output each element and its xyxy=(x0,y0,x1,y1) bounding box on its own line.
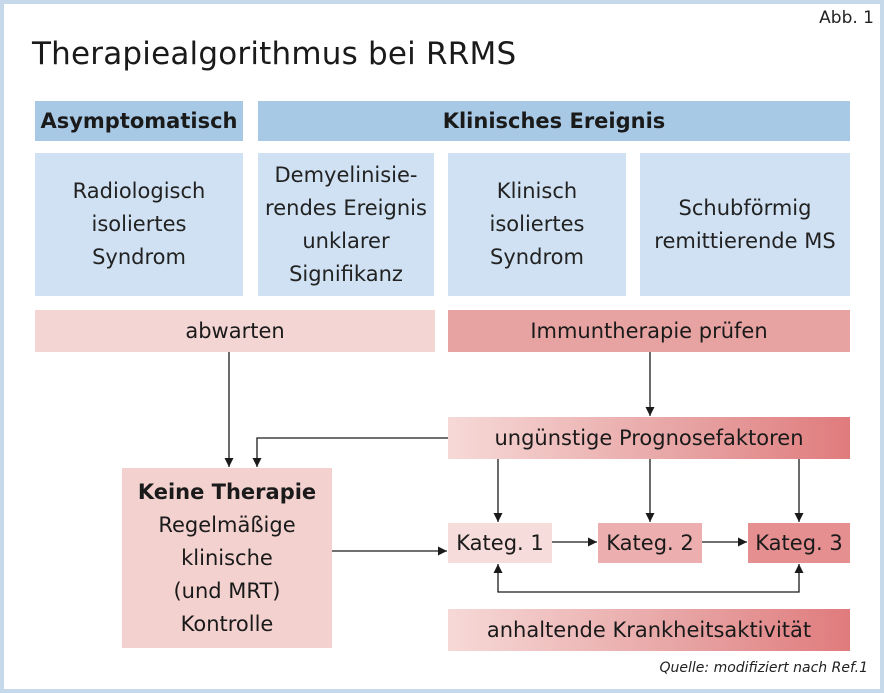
action-persistent-activity: anhaltende Krankheitsaktivität xyxy=(448,609,850,651)
no-therapy-line: klinische xyxy=(181,545,273,570)
arrow-cat1-cat3-loop xyxy=(493,564,804,593)
category-ris-line: Radiologisch xyxy=(72,179,206,203)
category-cis-line: isoliertes xyxy=(489,212,585,236)
arrow-factors-to-no-therapy xyxy=(252,437,448,467)
category-cis-line: Klinisch xyxy=(496,179,578,203)
no-therapy-line: Kontrolle xyxy=(180,611,274,636)
category-demyelinating-line: rendes Ereignis xyxy=(265,195,427,220)
category-ris-line: Syndrom xyxy=(92,245,186,269)
category-ris-line: isoliertes xyxy=(91,212,187,236)
header-asymptomatic: Asymptomatisch xyxy=(35,101,243,141)
action-unfavorable-factors: ungünstige Prognosefaktoren xyxy=(448,417,850,459)
tier-category-1: Kateg. 1 xyxy=(448,523,552,563)
no-therapy-line: Regelmäßige xyxy=(158,512,296,537)
action-check-immunotherapy: Immuntherapie prüfen xyxy=(448,310,850,352)
source-note: Quelle: modifiziert nach Ref.1 xyxy=(659,660,869,676)
no-therapy-box: Keine Therapie Regelmäßige klinische (un… xyxy=(122,468,332,648)
header-clinical-event: Klinisches Ereignis xyxy=(258,101,850,141)
no-therapy-line: (und MRT) xyxy=(173,578,281,603)
category-demyelinating-line: Signifikanz xyxy=(289,261,403,286)
diagram-title: Therapiealgorithmus bei RRMS xyxy=(32,36,517,72)
category-cis-line: Syndrom xyxy=(490,245,584,269)
category-rrms-line: Schubförmig xyxy=(678,195,812,220)
category-demyelinating: Demyelinisie- rendes Ereignis unklarer S… xyxy=(258,153,434,296)
category-ris: Radiologisch isoliertes Syndrom xyxy=(35,153,243,296)
no-therapy-heading: Keine Therapie xyxy=(137,479,317,504)
category-demyelinating-line: Demyelinisie- xyxy=(274,162,418,187)
category-demyelinating-line: unklarer xyxy=(302,228,390,253)
tier-category-2: Kateg. 2 xyxy=(598,523,702,563)
tier-category-3: Kateg. 3 xyxy=(748,523,850,563)
figure-label: Abb. 1 xyxy=(819,8,874,28)
action-wait: abwarten xyxy=(35,310,435,352)
category-rrms: Schubförmig remittierende MS xyxy=(640,153,850,296)
category-rrms-line: remittierende MS xyxy=(654,228,836,253)
category-cis: Klinisch isoliertes Syndrom xyxy=(448,153,626,296)
